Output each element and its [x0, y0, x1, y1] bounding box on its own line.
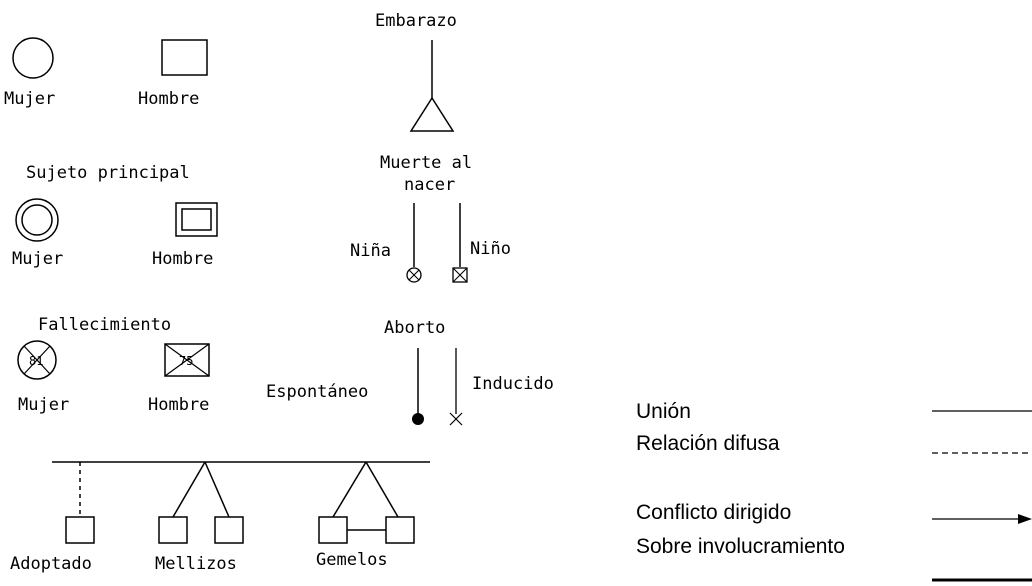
principal-woman-inner-icon	[21, 204, 53, 236]
identical-line-right	[365, 461, 399, 518]
stillbirth-title-line1: Muerte al	[380, 153, 472, 173]
deceased-woman-cross-b	[23, 345, 51, 375]
stillbirth-title-line2: nacer	[404, 175, 455, 195]
identical-twin-a-icon	[318, 516, 348, 544]
deceased-man-age: 75	[179, 354, 193, 368]
deceased-woman-label: Mujer	[18, 395, 69, 415]
abortion-symbols: Aborto Espontáneo Inducido	[266, 318, 554, 426]
fraternal-twin-a-icon	[158, 516, 188, 544]
union-label: Unión	[636, 400, 691, 423]
principal-woman-outer-icon	[15, 198, 59, 242]
identical-twin-b-icon	[385, 516, 415, 544]
death-title: Fallecimiento	[38, 315, 171, 335]
stillborn-girl-label: Niña	[350, 241, 391, 261]
adopted-label: Adoptado	[10, 554, 92, 574]
principal-woman-label: Mujer	[12, 249, 63, 269]
spontaneous-abortion-dot-icon	[412, 413, 424, 425]
identical-line-left	[332, 461, 367, 518]
principal-subject-title: Sujeto principal	[26, 163, 190, 183]
induced-abortion-cross-b	[449, 412, 463, 426]
pregnancy-symbols: Embarazo	[375, 11, 457, 132]
deceased-man-cross-b	[164, 343, 210, 377]
death-symbols: Fallecimiento 81 75 Mujer Hombre	[17, 315, 210, 415]
fraternal-line-left	[172, 461, 206, 518]
woman-symbol-icon	[12, 37, 54, 79]
deceased-woman-icon	[17, 340, 57, 380]
fraternal-twin-b-icon	[214, 516, 244, 544]
deceased-man-icon	[164, 343, 210, 377]
principal-man-outer-icon	[175, 202, 218, 237]
directed-conflict-label: Conflicto dirigido	[636, 501, 791, 524]
principal-man-label: Hombre	[152, 249, 213, 269]
diffuse-relation-label: Relación difusa	[636, 432, 780, 455]
man-label: Hombre	[138, 89, 199, 109]
stillborn-boy-label: Niño	[470, 239, 511, 259]
stillborn-boy-icon	[452, 267, 468, 283]
abortion-title: Aborto	[384, 318, 445, 338]
deceased-woman-age: 81	[29, 354, 43, 368]
relationship-legend: Unión Relación difusa Conflicto dirigido…	[636, 400, 1032, 582]
spontaneous-abortion-label: Espontáneo	[266, 382, 368, 402]
pregnancy-triangle-icon	[409, 96, 455, 132]
basic-symbols: Mujer Hombre	[4, 37, 208, 109]
stillbirth-symbols: Muerte al nacer Niña Niño	[350, 153, 511, 283]
induced-abortion-label: Inducido	[472, 374, 554, 394]
stillborn-girl-icon	[406, 267, 422, 283]
adopted-child-icon	[65, 516, 95, 544]
children-symbols: Adoptado Mellizos Gemelos	[10, 461, 430, 574]
directed-conflict-arrow-icon	[1018, 514, 1032, 524]
woman-label: Mujer	[4, 89, 55, 109]
principal-subject-symbols: Sujeto principal Mujer Hombre	[12, 163, 218, 269]
identical-twins-label: Gemelos	[316, 550, 388, 570]
pregnancy-title: Embarazo	[375, 11, 457, 31]
man-symbol-icon	[161, 39, 208, 76]
principal-man-inner-icon	[181, 208, 212, 231]
over-involvement-label: Sobre involucramiento	[636, 535, 845, 558]
fraternal-line-right	[204, 461, 230, 518]
stillborn-girl-cross-b	[408, 269, 420, 281]
fraternal-twins-label: Mellizos	[155, 554, 237, 574]
stillborn-boy-cross-b	[452, 267, 468, 283]
deceased-man-label: Hombre	[148, 395, 209, 415]
